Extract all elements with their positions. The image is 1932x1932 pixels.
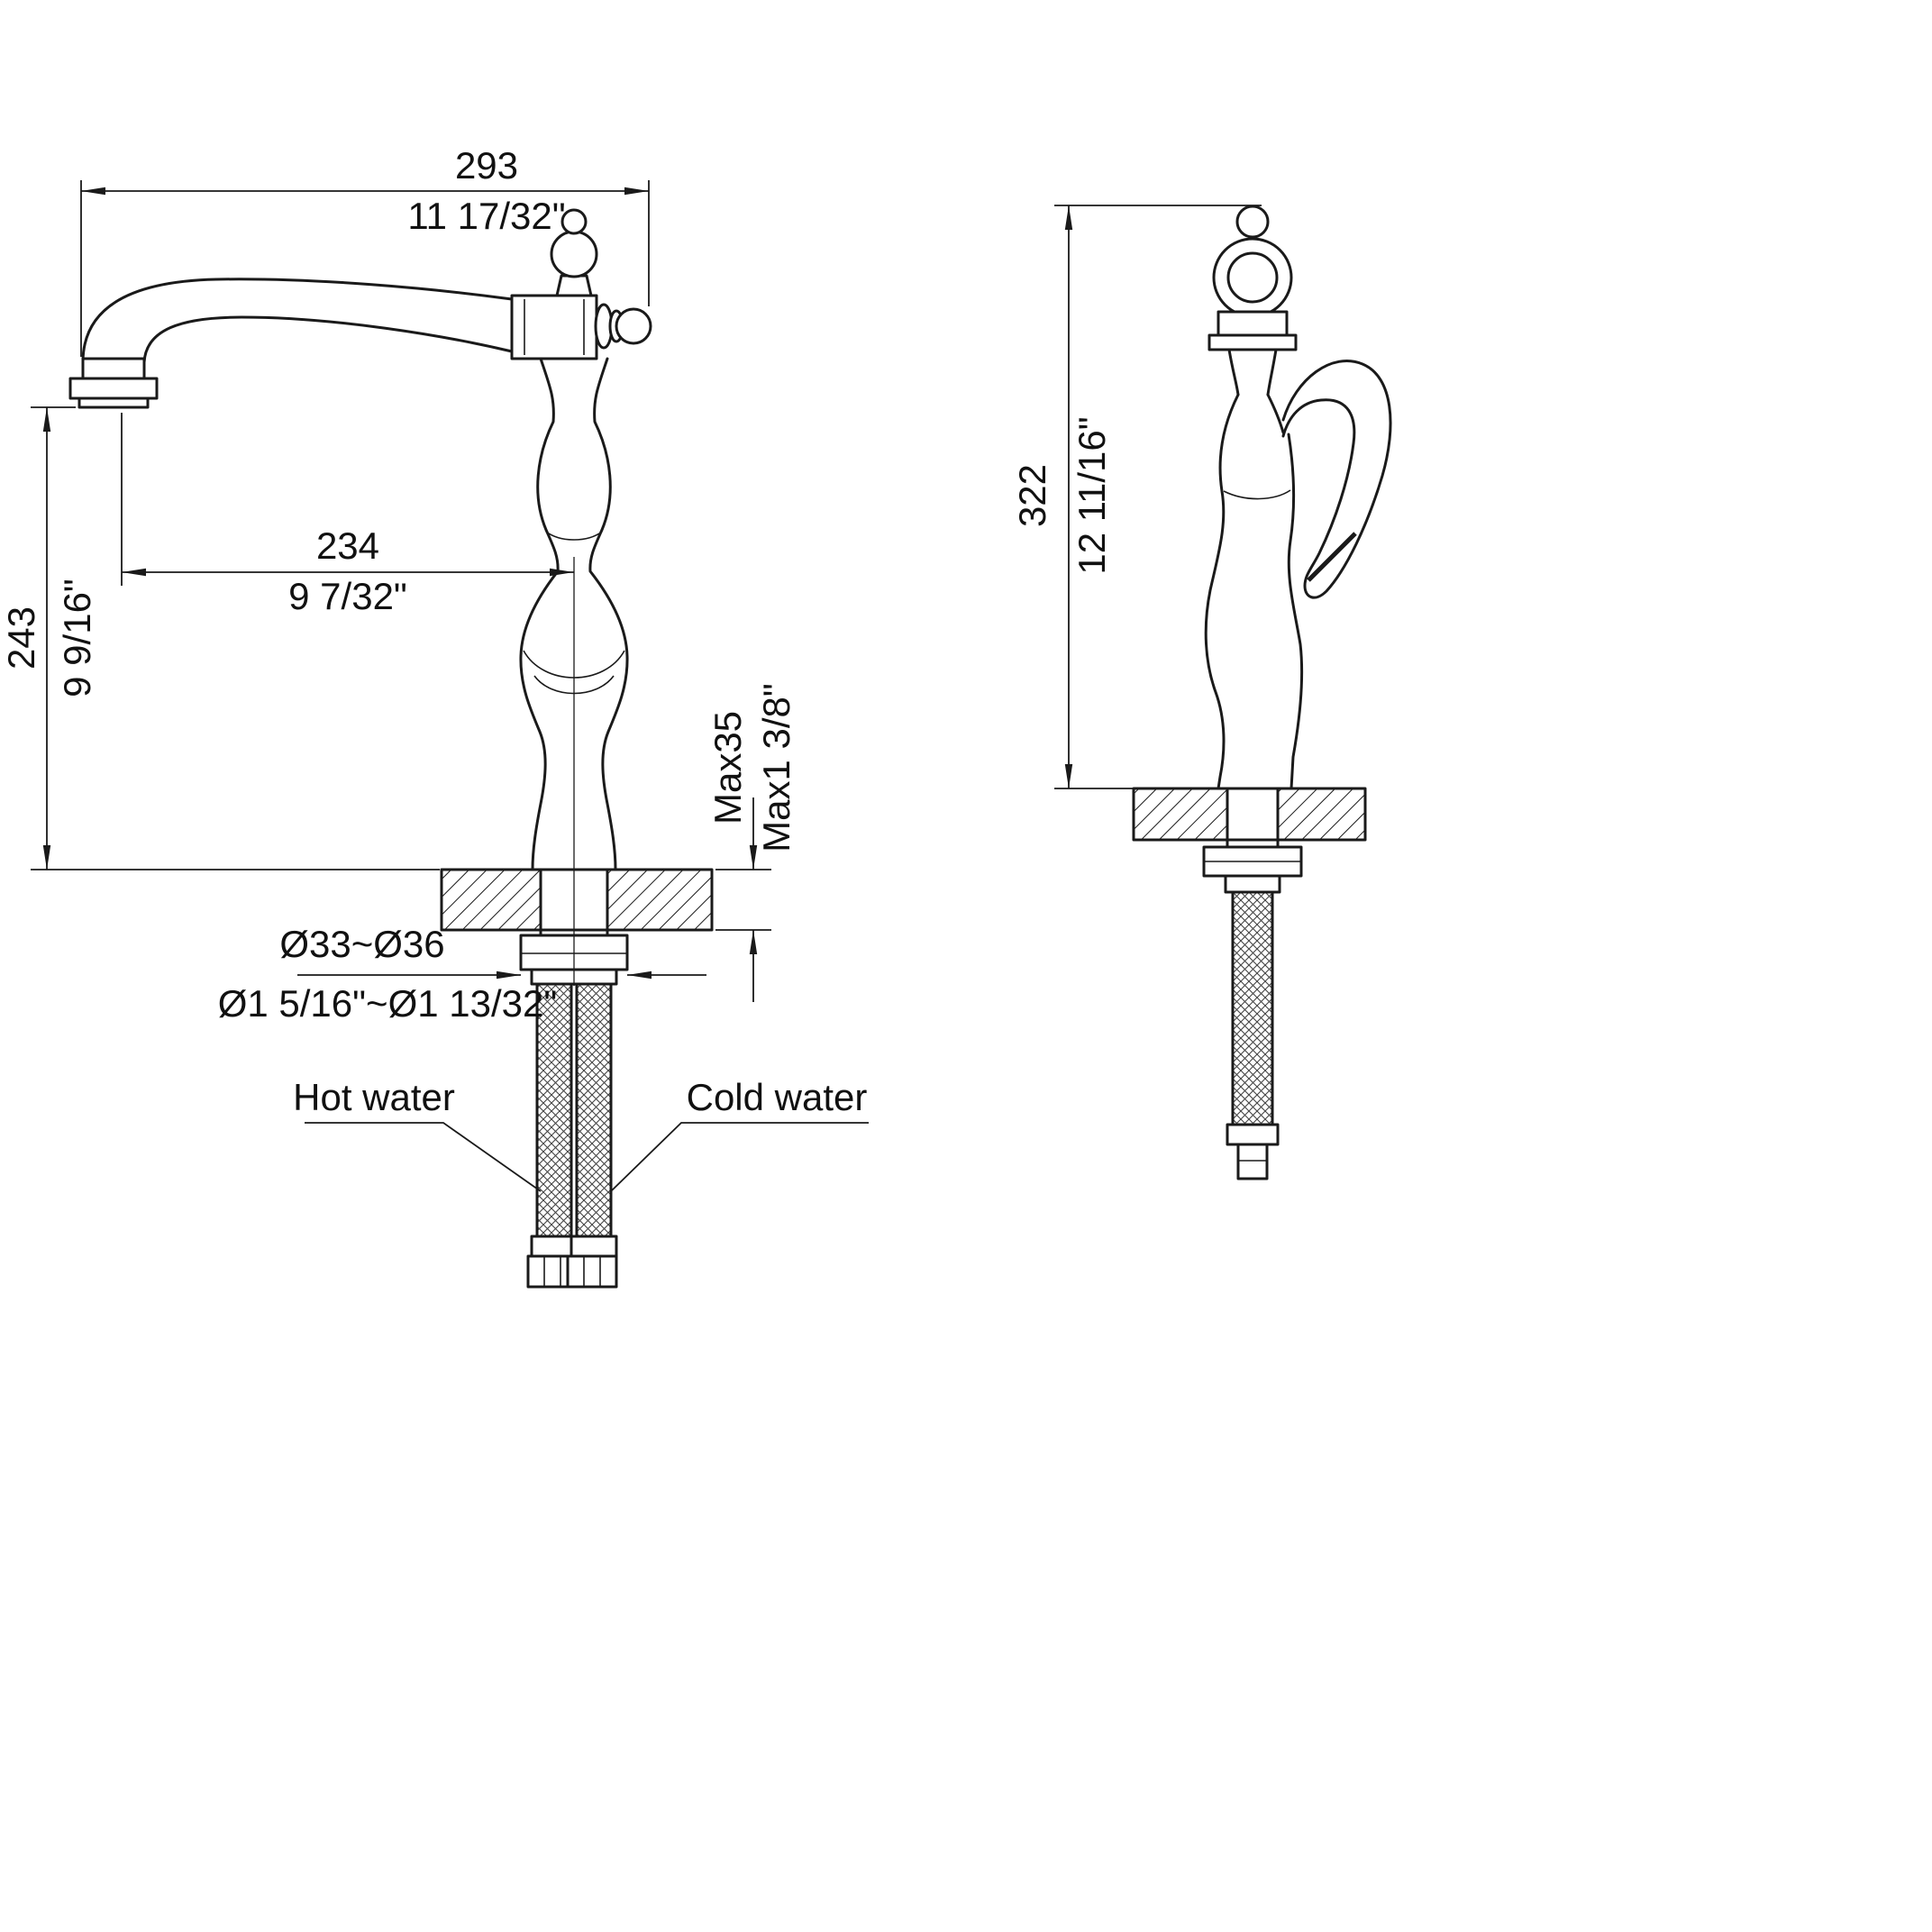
finial-button	[560, 208, 588, 235]
countertop-deck-side	[1132, 787, 1367, 842]
dim-spout-height-mm: 243	[0, 606, 42, 670]
dim-mounting-hole: Ø33~Ø36 Ø1 5/16"~Ø1 13/32"	[218, 923, 706, 1025]
dim-spout-offset-mm: 234	[316, 524, 379, 567]
hose-braid	[535, 982, 573, 1238]
dim-spout-reach-mm: 293	[455, 144, 518, 187]
leader-line	[305, 1122, 542, 1192]
dim-deck-thickness: Max35 Max1 3/8"	[706, 683, 797, 1002]
deck-outline	[440, 868, 714, 932]
finial-ball	[550, 230, 598, 278]
dim-deck-max-mm: Max35	[706, 711, 749, 825]
dim-hole-mm: Ø33~Ø36	[279, 923, 444, 965]
side-view: 322 12 11/16"	[1011, 205, 1392, 1180]
hose-collar	[1226, 1123, 1280, 1146]
supply-hose-cold	[566, 982, 618, 1289]
collar	[1217, 310, 1289, 337]
leader-line	[610, 1122, 869, 1192]
spout-junction	[510, 294, 598, 360]
cold-water-text: Cold water	[687, 1076, 868, 1118]
dim-spout-offset-in: 9 7/32"	[288, 575, 407, 617]
dim-hole-in: Ø1 5/16"~Ø1 13/32"	[218, 982, 558, 1025]
hose-braid	[1231, 890, 1274, 1126]
front-view: 293 11 17/32" 234 9 7/32" 243 9 9/16" Ma…	[0, 144, 869, 1289]
hot-water-label: Hot water	[293, 1076, 542, 1192]
dim-spout-reach-in: 11 17/32"	[407, 195, 565, 237]
body-right-edge	[1287, 433, 1304, 790]
hose-braid	[575, 982, 613, 1238]
countertop-deck	[440, 868, 714, 932]
finial-button	[1235, 205, 1270, 239]
spout-outlet	[68, 357, 159, 409]
hose-tip	[1236, 1143, 1269, 1180]
dim-total-height: 322 12 11/16"	[1011, 205, 1262, 789]
dim-deck-max-in: Max1 3/8"	[755, 683, 797, 852]
dim-spout-offset: 234 9 7/32"	[121, 413, 574, 617]
side-knob	[594, 303, 652, 350]
handle-detail	[1307, 532, 1357, 582]
dim-spout-reach: 293 11 17/32"	[80, 144, 650, 357]
dim-spout-height: 243 9 9/16"	[0, 406, 440, 870]
supply-hose-side	[1226, 890, 1280, 1180]
deck-hatch-right	[607, 870, 712, 930]
hose-hex-nut	[566, 1254, 618, 1289]
hose-connector	[1224, 874, 1281, 894]
body-left-edge	[1204, 393, 1240, 790]
dim-spout-height-in: 9 9/16"	[56, 579, 98, 697]
finial	[550, 208, 598, 297]
handle-lever	[1281, 360, 1392, 599]
cold-water-label: Cold water	[610, 1076, 869, 1192]
deck-hatch-right	[1278, 788, 1365, 840]
dim-height-mm: 322	[1011, 464, 1053, 527]
knob-ball	[615, 307, 652, 345]
supply-hose-hot	[526, 982, 579, 1289]
hose-collar	[570, 1235, 618, 1258]
flange	[1208, 333, 1298, 351]
mounting-nut-side	[1202, 845, 1303, 894]
spout	[81, 278, 514, 364]
hot-water-text: Hot water	[293, 1076, 455, 1118]
deck-outline	[1132, 787, 1367, 842]
deck-hatch-left	[442, 870, 541, 930]
deck-hatch-left	[1134, 788, 1227, 840]
finial-ring-inner	[1226, 251, 1279, 304]
faucet-side	[1204, 205, 1392, 790]
dim-height-in: 12 11/16"	[1071, 416, 1113, 574]
